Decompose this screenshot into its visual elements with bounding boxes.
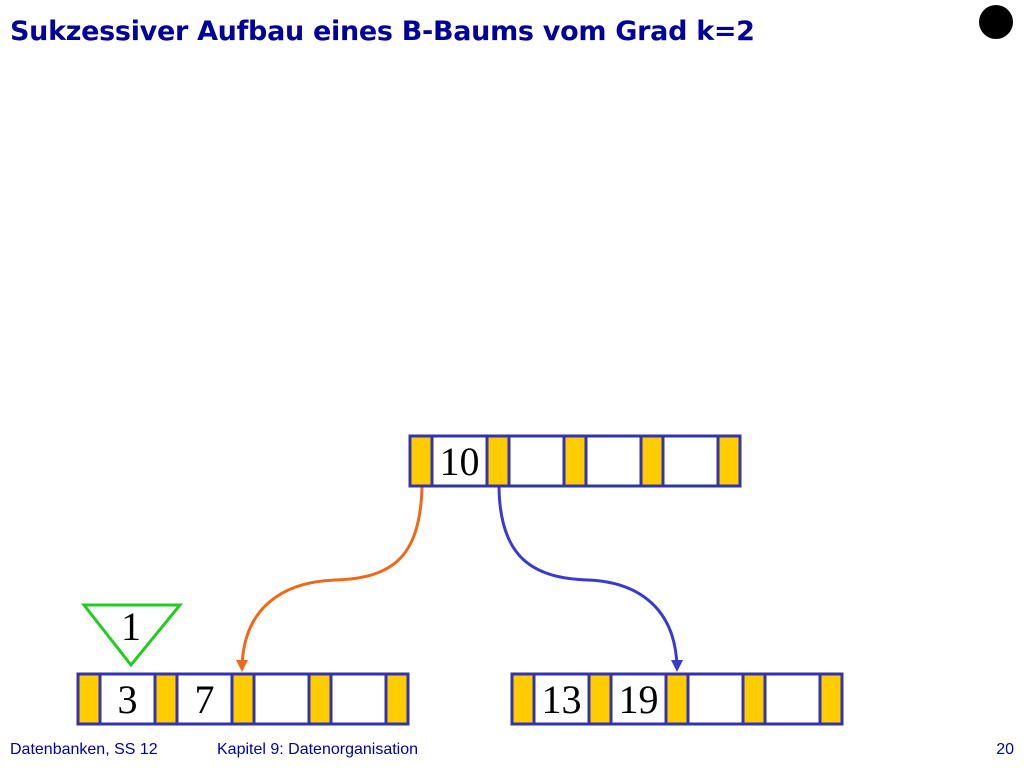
insert-marker-key: 1 bbox=[121, 604, 141, 649]
corner-dot-icon bbox=[979, 5, 1013, 39]
root-key-0: 10 bbox=[440, 439, 480, 484]
root-node: 10 bbox=[408, 434, 742, 488]
leaf-left-pointer-3 bbox=[307, 672, 333, 726]
leaf-right-pointer-0 bbox=[510, 672, 536, 726]
slide-title: Sukzessiver Aufbau eines B-Baums vom Gra… bbox=[10, 16, 755, 47]
root-pointer-3 bbox=[639, 434, 665, 488]
leaf-right-pointer-3 bbox=[741, 672, 767, 726]
leaf-right-key-1: 19 bbox=[619, 677, 659, 722]
edge-root-to-left-leaf-arrowhead bbox=[236, 660, 248, 672]
leaf-left-pointer-1 bbox=[153, 672, 179, 726]
footer-course: Datenbanken, SS 12 bbox=[10, 741, 158, 758]
root-pointer-2 bbox=[562, 434, 588, 488]
leaf-right-key-slot-3 bbox=[763, 672, 822, 726]
leaf-left-key-slot-3 bbox=[329, 672, 388, 726]
root-pointer-1 bbox=[485, 434, 511, 488]
leaf-node-right: 13 19 bbox=[510, 672, 844, 726]
edge-root-to-right-leaf-arrowhead bbox=[671, 660, 683, 672]
leaf-right-pointer-4 bbox=[818, 672, 844, 726]
root-key-slot-2 bbox=[584, 434, 643, 488]
root-pointer-0 bbox=[408, 434, 434, 488]
leaf-left-key-1: 7 bbox=[195, 677, 215, 722]
leaf-left-pointer-0 bbox=[76, 672, 102, 726]
leaf-left-pointer-2 bbox=[230, 672, 256, 726]
leaf-right-key-0: 13 bbox=[542, 677, 582, 722]
leaf-left-pointer-4 bbox=[384, 672, 410, 726]
edge-root-to-right-leaf bbox=[497, 486, 679, 669]
leaf-right-pointer-2 bbox=[664, 672, 690, 726]
leaf-right-pointer-1 bbox=[587, 672, 613, 726]
footer-chapter: Kapitel 9: Datenorganisation bbox=[217, 741, 419, 758]
footer-page-number: 20 bbox=[996, 741, 1014, 758]
leaf-right-key-slot-2 bbox=[686, 672, 745, 726]
insert-marker-triangle bbox=[80, 603, 184, 668]
leaf-left-key-slot-2 bbox=[252, 672, 311, 726]
root-key-slot-3 bbox=[661, 434, 720, 488]
leaf-left-key-0: 3 bbox=[118, 677, 138, 722]
root-key-slot-1 bbox=[507, 434, 566, 488]
edge-root-to-left-leaf bbox=[240, 486, 424, 669]
root-pointer-4 bbox=[716, 434, 742, 488]
leaf-left-key-slot-0 bbox=[98, 672, 157, 726]
leaf-left-key-slot-1 bbox=[175, 672, 234, 726]
